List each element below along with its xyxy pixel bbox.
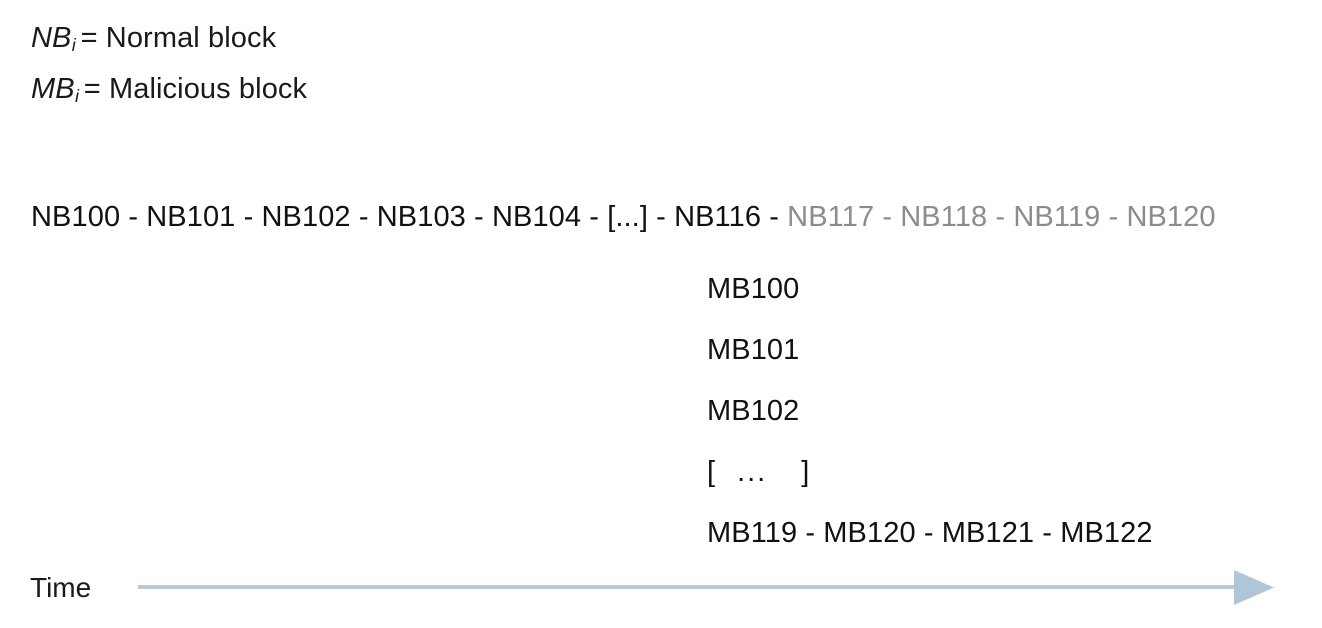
bracket-open: [	[707, 456, 716, 488]
bracket-close: ]	[801, 456, 810, 488]
arrow-right-icon	[138, 570, 1274, 605]
legend-item-malicious-block: MBi= Malicious block	[31, 65, 731, 116]
legend-definition-malicious-block: = Malicious block	[83, 73, 308, 105]
arrow-head	[1234, 570, 1274, 605]
legend-subscript-i: i	[75, 85, 80, 106]
legend-definition-normal-block: = Normal block	[80, 22, 277, 54]
legend-item-normal-block: NBi= Normal block	[31, 14, 731, 65]
legend-symbol-nb: NBi	[31, 22, 76, 55]
main-chain-pending-blocks: NB117 - NB118 - NB119 - NB120	[787, 201, 1216, 233]
fork-row: MB101	[707, 334, 800, 366]
main-chain-confirmed-blocks: NB100 - NB101 - NB102 - NB103 - NB104 - …	[31, 201, 788, 233]
legend-symbol-mb: MBi	[31, 73, 80, 106]
legend-subscript-i: i	[71, 34, 76, 55]
main-chain-row: NB100 - NB101 - NB102 - NB103 - NB104 - …	[31, 198, 1216, 236]
fork-row: MB100	[707, 273, 800, 305]
time-axis-label: Time	[30, 572, 92, 603]
fork-row: MB102	[707, 395, 800, 427]
legend: NBi= Normal block MBi= Malicious block	[31, 14, 731, 116]
fork-row-ellipsis: [...]	[707, 442, 1153, 503]
fork-row: MB119 - MB120 - MB121 - MB122	[707, 517, 1153, 549]
time-axis-arrow	[138, 566, 1278, 610]
ellipsis-dots: ...	[737, 456, 768, 488]
fork-chain: MB100 MB101 MB102 [...] MB119 - MB120 - …	[707, 259, 1153, 564]
